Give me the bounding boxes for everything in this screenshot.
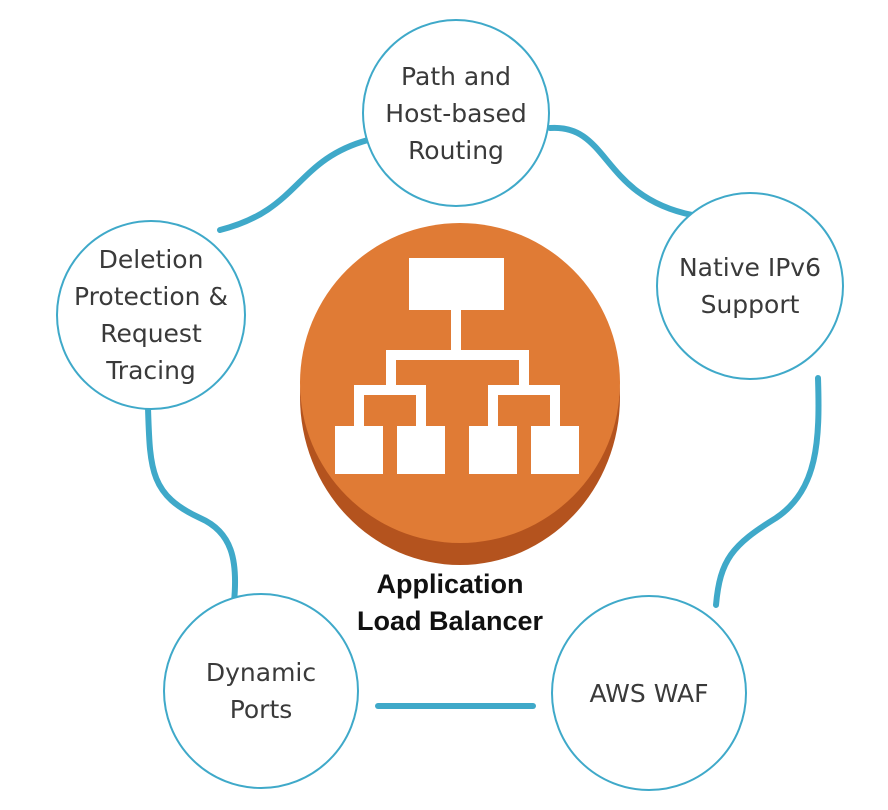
node-label-line: Protection & bbox=[74, 282, 228, 311]
connector-path-to-ipv6 bbox=[547, 124, 695, 218]
feature-node-deletion-protection: Deletion Protection & Request Tracing bbox=[56, 220, 246, 410]
node-label-line: Deletion bbox=[98, 245, 204, 274]
hub-caption-line: Application bbox=[376, 569, 524, 599]
node-label-line: Native IPv6 bbox=[678, 253, 822, 282]
hub-caption: Application Load Balancer bbox=[330, 566, 570, 640]
connector-deletion-to-dynamic bbox=[145, 405, 239, 605]
feature-node-aws-waf: AWS WAF bbox=[551, 595, 747, 791]
node-label-line: AWS WAF bbox=[589, 678, 709, 708]
node-label-line: Request bbox=[100, 319, 202, 348]
connector-ipv6-to-waf bbox=[713, 375, 822, 608]
node-label-line: Support bbox=[700, 290, 800, 319]
node-label-line: Path and bbox=[401, 61, 511, 91]
feature-node-path-routing: Path and Host-based Routing bbox=[362, 19, 550, 207]
hub-caption-line: Load Balancer bbox=[356, 606, 544, 636]
hierarchy-tree-icon bbox=[335, 258, 579, 474]
node-label-line: Routing bbox=[408, 135, 504, 165]
node-label-line: Ports bbox=[229, 695, 293, 724]
feature-node-ipv6: Native IPv6 Support bbox=[656, 192, 844, 380]
node-label-line: Dynamic bbox=[205, 658, 317, 687]
node-label-line: Tracing bbox=[106, 356, 196, 385]
feature-node-dynamic-ports: Dynamic Ports bbox=[163, 593, 359, 789]
connector-deletion-to-path bbox=[217, 137, 371, 233]
node-label-line: Host-based bbox=[385, 98, 527, 128]
